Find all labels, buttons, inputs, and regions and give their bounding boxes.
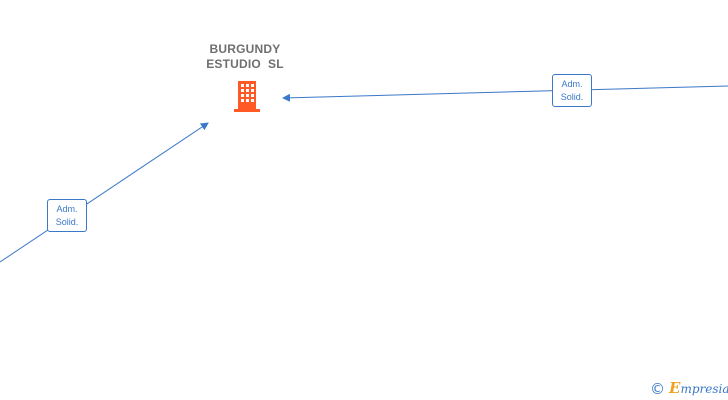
relation-label-line1: Adm. <box>561 79 583 89</box>
building-icon[interactable] <box>231 79 263 113</box>
brand-rest: mpresia <box>680 382 728 396</box>
relation-label-line1: Adm. <box>56 204 78 214</box>
edge-right-to-company <box>282 85 728 102</box>
company-node[interactable]: BURGUNDY ESTUDIO SL <box>195 42 295 112</box>
company-name[interactable]: BURGUNDY ESTUDIO SL <box>195 42 295 72</box>
relation-label-line2: Solid. <box>560 92 584 102</box>
relation-label-right[interactable]: Adm. Solid. <box>552 74 592 107</box>
empresia-watermark: © Empresia <box>650 379 728 398</box>
company-name-line1: BURGUNDY <box>209 42 281 56</box>
brand-initial: E <box>669 379 681 397</box>
brand-logo: Empresia <box>669 379 728 398</box>
copyright-symbol: © <box>650 379 665 398</box>
edge-left-to-company <box>0 122 209 263</box>
relation-label-line2: Solid. <box>55 217 79 227</box>
company-name-line2: ESTUDIO SL <box>206 57 284 71</box>
relation-label-left[interactable]: Adm. Solid. <box>47 199 87 232</box>
